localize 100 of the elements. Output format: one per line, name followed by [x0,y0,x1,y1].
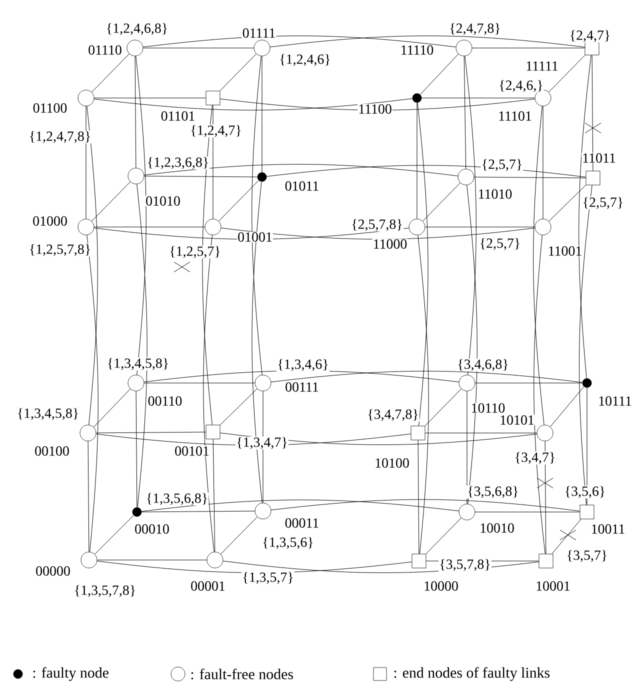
node-label: 10100 [374,458,410,468]
link-line [466,184,478,504]
set-label: {1,2,4,6,8} [105,22,169,36]
node-label: 10010 [478,522,516,534]
node-label: 01100 [32,102,68,114]
set-label: {1,2,4,6} [278,54,332,67]
link-line [220,388,258,426]
link-line [424,226,536,228]
link-line [424,388,462,426]
node-label: 01000 [32,216,68,226]
link-line [220,432,538,446]
node-label: 00010 [134,524,170,534]
set-label: {1,2,3,6,8} [146,156,210,170]
link-line [91,54,130,92]
link-line [552,518,582,554]
set-label: {1,3,4,5,8} [106,358,170,371]
set-label: {1,3,4,7} [236,436,288,450]
link-line [144,164,458,176]
circle-node [534,218,552,236]
circle-node [254,40,270,56]
link-line [86,106,98,426]
node-label: 00101 [174,446,210,456]
node-label: 00111 [284,382,320,392]
link-line [136,390,138,508]
link-line [578,54,592,379]
legend-text: : faulty node [33,667,108,681]
square-node [410,426,426,440]
square-node [580,504,594,520]
link-line [220,516,258,554]
node-label: 11000 [372,238,408,250]
node-label: 01011 [284,180,320,192]
node-label: 10111 [597,396,633,406]
node-label: 11111 [525,60,559,72]
node-label: 10001 [534,580,572,592]
set-label: {3,5,6,8} [466,486,520,499]
node-label: 01001 [236,232,274,242]
link-line [141,510,256,512]
link-line [418,440,420,554]
circle-node [254,374,272,392]
link-line [466,390,468,504]
node-label: 00000 [34,566,72,576]
circle-node [80,552,98,568]
link-line [420,54,459,95]
link-line [424,432,538,434]
set-label: {3,5,7,8} [438,558,492,572]
node-label: 11110 [400,44,434,56]
link-line [93,388,131,428]
link-line [544,440,546,554]
circle-node [206,552,224,568]
legend-text: : fault-free nodes [191,668,293,680]
circle-node [204,218,222,236]
circle-node [78,218,94,236]
link-line [94,515,134,554]
circle-node [536,424,554,442]
link-line [142,36,456,48]
node-label: 11011 [581,152,617,164]
set-label: {2,4,7,8} [448,22,502,36]
set-label: {2,5,7} [582,196,624,210]
link-line [141,500,460,512]
filled-dot-node [257,172,267,182]
link-line [220,54,256,92]
node-label: 11001 [547,246,583,256]
link-line [592,54,594,172]
node-label: 10110 [470,402,506,414]
node-label: 00110 [147,396,183,406]
set-label: {2,5,7} [480,158,524,172]
link-line [542,106,544,220]
link-line [533,106,544,426]
node-label: 01111 [242,28,276,38]
link-line [202,104,212,426]
link-line [136,184,148,508]
circle-node [254,502,272,520]
link-line [94,226,206,228]
circle-node [80,424,96,442]
link-line [416,102,418,220]
link-line [91,182,130,222]
link-line [579,184,592,506]
set-label: {1,3,5,7} [242,572,294,585]
link-line [144,176,258,178]
set-label: {1,3,4,5,8} [16,408,80,421]
link-line [96,432,206,434]
circle-node [456,40,472,56]
link-line [212,104,214,220]
square-node [412,554,426,568]
set-label: {2,5,7} [478,238,522,251]
filled-dot-node [582,378,592,388]
set-label: {1,2,4,7,8} [28,130,92,144]
legend-text: : end nodes of faulty links [394,667,550,681]
set-label: {1,3,5,6} [262,536,314,550]
link-line [218,180,259,222]
link-line [212,438,216,552]
circle-node [458,374,476,392]
node-label: 11010 [477,188,513,200]
set-label: {1,3,5,6,8} [145,492,209,506]
link-line [270,370,583,383]
filled-dot-node [412,93,422,103]
link-line [134,56,136,168]
circle-node [408,218,426,236]
set-label: {3,5,6} [564,486,606,499]
square-node [206,424,220,440]
